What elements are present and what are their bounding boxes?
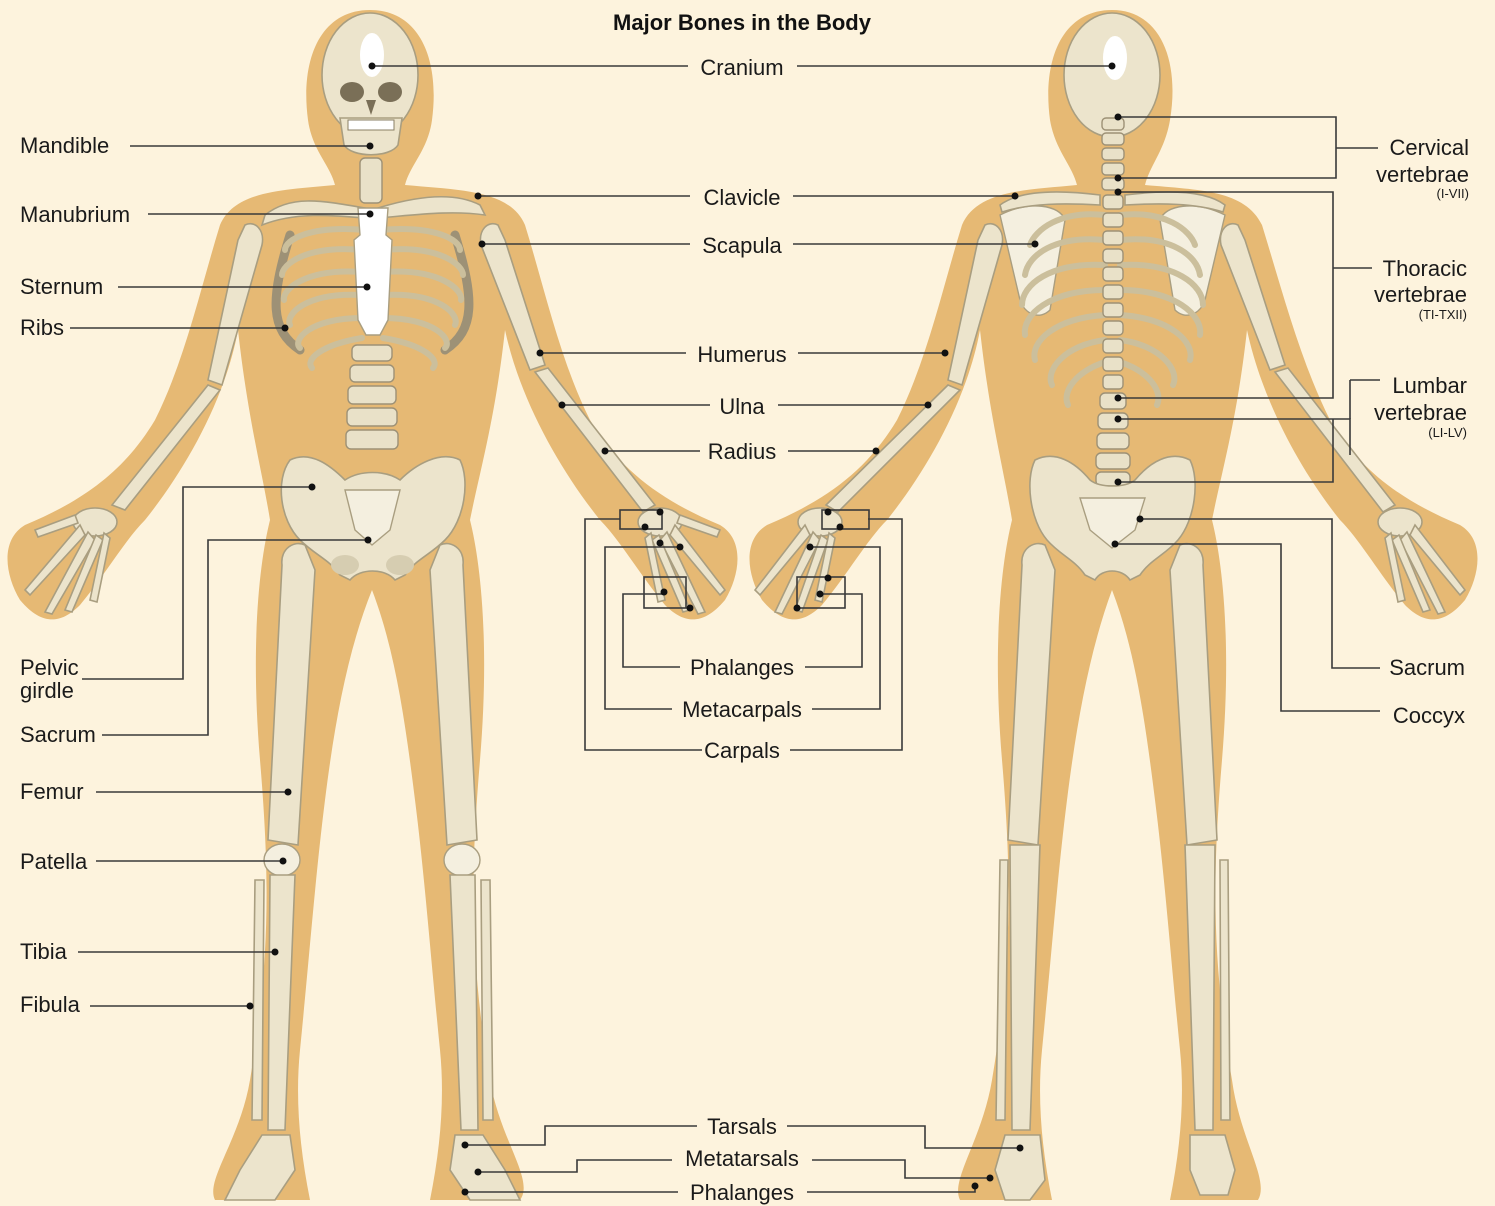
- front-cranium-highlight: [360, 33, 384, 77]
- label-cervical-line1: Cervical: [1390, 135, 1469, 160]
- label-radius: Radius: [708, 439, 776, 464]
- back-heel-right: [1190, 1135, 1235, 1195]
- label-cervical-range: (I-VII): [1437, 186, 1470, 201]
- label-tarsals: Tarsals: [707, 1114, 777, 1139]
- label-mandible: Mandible: [20, 133, 109, 158]
- label-lumbar-range: (LI-LV): [1428, 425, 1467, 440]
- label-foot-phalanges: Phalanges: [690, 1180, 794, 1205]
- label-thoracic-line2: vertebrae: [1374, 282, 1467, 307]
- label-lumbar-line1: Lumbar: [1392, 373, 1467, 398]
- front-patella-right: [444, 844, 480, 876]
- label-cranium: Cranium: [700, 55, 783, 80]
- label-coccyx: Coccyx: [1393, 703, 1465, 728]
- front-obturator-right: [386, 555, 414, 575]
- label-metatarsals: Metatarsals: [685, 1146, 799, 1171]
- back-fibula-right: [1220, 860, 1230, 1120]
- label-carpals: Carpals: [704, 738, 780, 763]
- label-cervical-line2: vertebrae: [1376, 162, 1469, 187]
- front-teeth: [348, 120, 394, 130]
- front-eye-socket-left: [340, 82, 364, 102]
- label-thoracic-line1: Thoracic: [1383, 256, 1467, 281]
- label-patella: Patella: [20, 849, 88, 874]
- label-tibia: Tibia: [20, 939, 68, 964]
- front-cervical-spine: [360, 158, 382, 203]
- back-figure: [750, 10, 1478, 1200]
- label-fibula: Fibula: [20, 992, 81, 1017]
- label-sacrum-back: Sacrum: [1389, 655, 1465, 680]
- label-manubrium: Manubrium: [20, 202, 130, 227]
- label-humerus: Humerus: [697, 342, 786, 367]
- label-hand-phalanges: Phalanges: [690, 655, 794, 680]
- label-femur: Femur: [20, 779, 84, 804]
- label-scapula: Scapula: [702, 233, 782, 258]
- front-obturator-left: [331, 555, 359, 575]
- front-figure: [8, 10, 738, 1200]
- diagram-title: Major Bones in the Body: [613, 10, 872, 35]
- front-lumbar-spine: [346, 345, 398, 449]
- label-ulna: Ulna: [719, 394, 765, 419]
- label-sacrum-front: Sacrum: [20, 722, 96, 747]
- front-eye-socket-right: [378, 82, 402, 102]
- front-fibula-right: [481, 880, 493, 1120]
- label-ribs: Ribs: [20, 315, 64, 340]
- label-pelvic-girdle-line1: Pelvic: [20, 655, 79, 680]
- label-thoracic-range: (TI-TXII): [1419, 307, 1467, 322]
- back-cranium-highlight: [1103, 36, 1127, 80]
- front-sternum: [354, 208, 392, 335]
- back-fibula-left: [996, 860, 1008, 1120]
- front-fibula-left: [252, 880, 264, 1120]
- label-pelvic-girdle-line2: girdle: [20, 678, 74, 703]
- label-metacarpals: Metacarpals: [682, 697, 802, 722]
- label-lumbar-line2: vertebrae: [1374, 400, 1467, 425]
- label-clavicle: Clavicle: [703, 185, 780, 210]
- label-sternum: Sternum: [20, 274, 103, 299]
